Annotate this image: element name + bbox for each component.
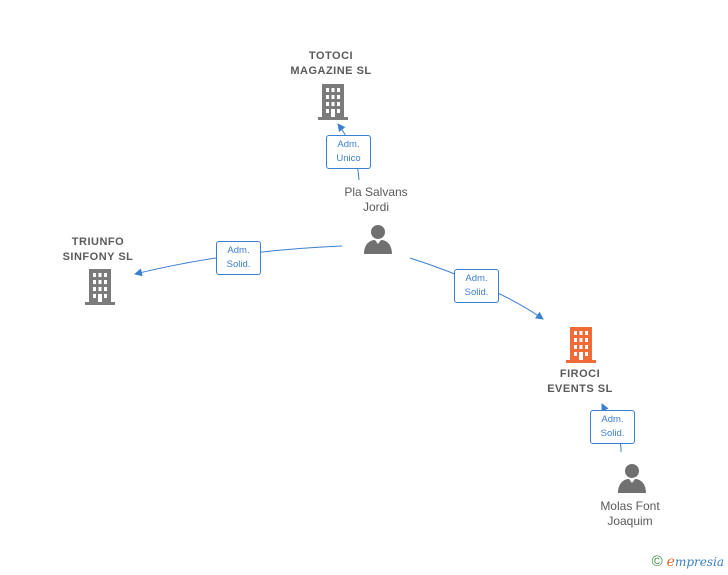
role-line1: Adm. [601,414,624,425]
building-icon[interactable] [318,84,348,120]
brand-initial: e [666,554,675,570]
company-name-line2: SINFONY SL [62,251,134,263]
person-icon[interactable] [617,463,647,493]
edge-label-pla-totoci[interactable]: Adm. Unico [326,135,371,169]
role-line1: Adm. [465,273,488,284]
person-name-line2: Jordi [362,200,389,214]
role-line1: Adm. [337,139,360,150]
person-icon[interactable] [363,224,393,254]
role-line1: Adm. [227,245,250,256]
copyright-icon: © [651,553,663,570]
footer-branding: © empresia [652,553,724,571]
building-icon[interactable] [566,327,596,363]
role-line2: Solid. [600,428,625,439]
company-label-firoci[interactable]: FIROCI EVENTS SL [530,367,630,397]
company-label-triunfo[interactable]: TRIUNFO SINFONY SL [48,235,148,265]
company-name-line1: TOTOCI [308,50,354,62]
company-name-line1: FIROCI [559,368,601,380]
edge-label-molas-firoci[interactable]: Adm. Solid. [590,410,635,444]
building-icon[interactable] [85,269,115,305]
edge-label-pla-triunfo[interactable]: Adm. Solid. [216,241,261,275]
company-name-line2: EVENTS SL [547,383,613,395]
role-line2: Unico [336,153,361,164]
person-name-line1: Pla Salvans [344,185,408,199]
role-line2: Solid. [226,259,251,270]
brand-rest: mpresia [674,555,724,569]
person-name-line2: Joaquim [607,514,653,528]
edge-label-pla-firoci[interactable]: Adm. Solid. [454,269,499,303]
person-label-pla[interactable]: Pla Salvans Jordi [316,185,436,215]
company-name-line2: MAGAZINE SL [290,65,372,77]
brand-logo[interactable]: empresia [667,553,724,571]
role-line2: Solid. [464,287,489,298]
person-name-line1: Molas Font [600,499,660,513]
person-label-molas[interactable]: Molas Font Joaquim [570,499,690,529]
company-name-line1: TRIUNFO [71,236,125,248]
company-label-totoci[interactable]: TOTOCI MAGAZINE SL [281,49,381,79]
